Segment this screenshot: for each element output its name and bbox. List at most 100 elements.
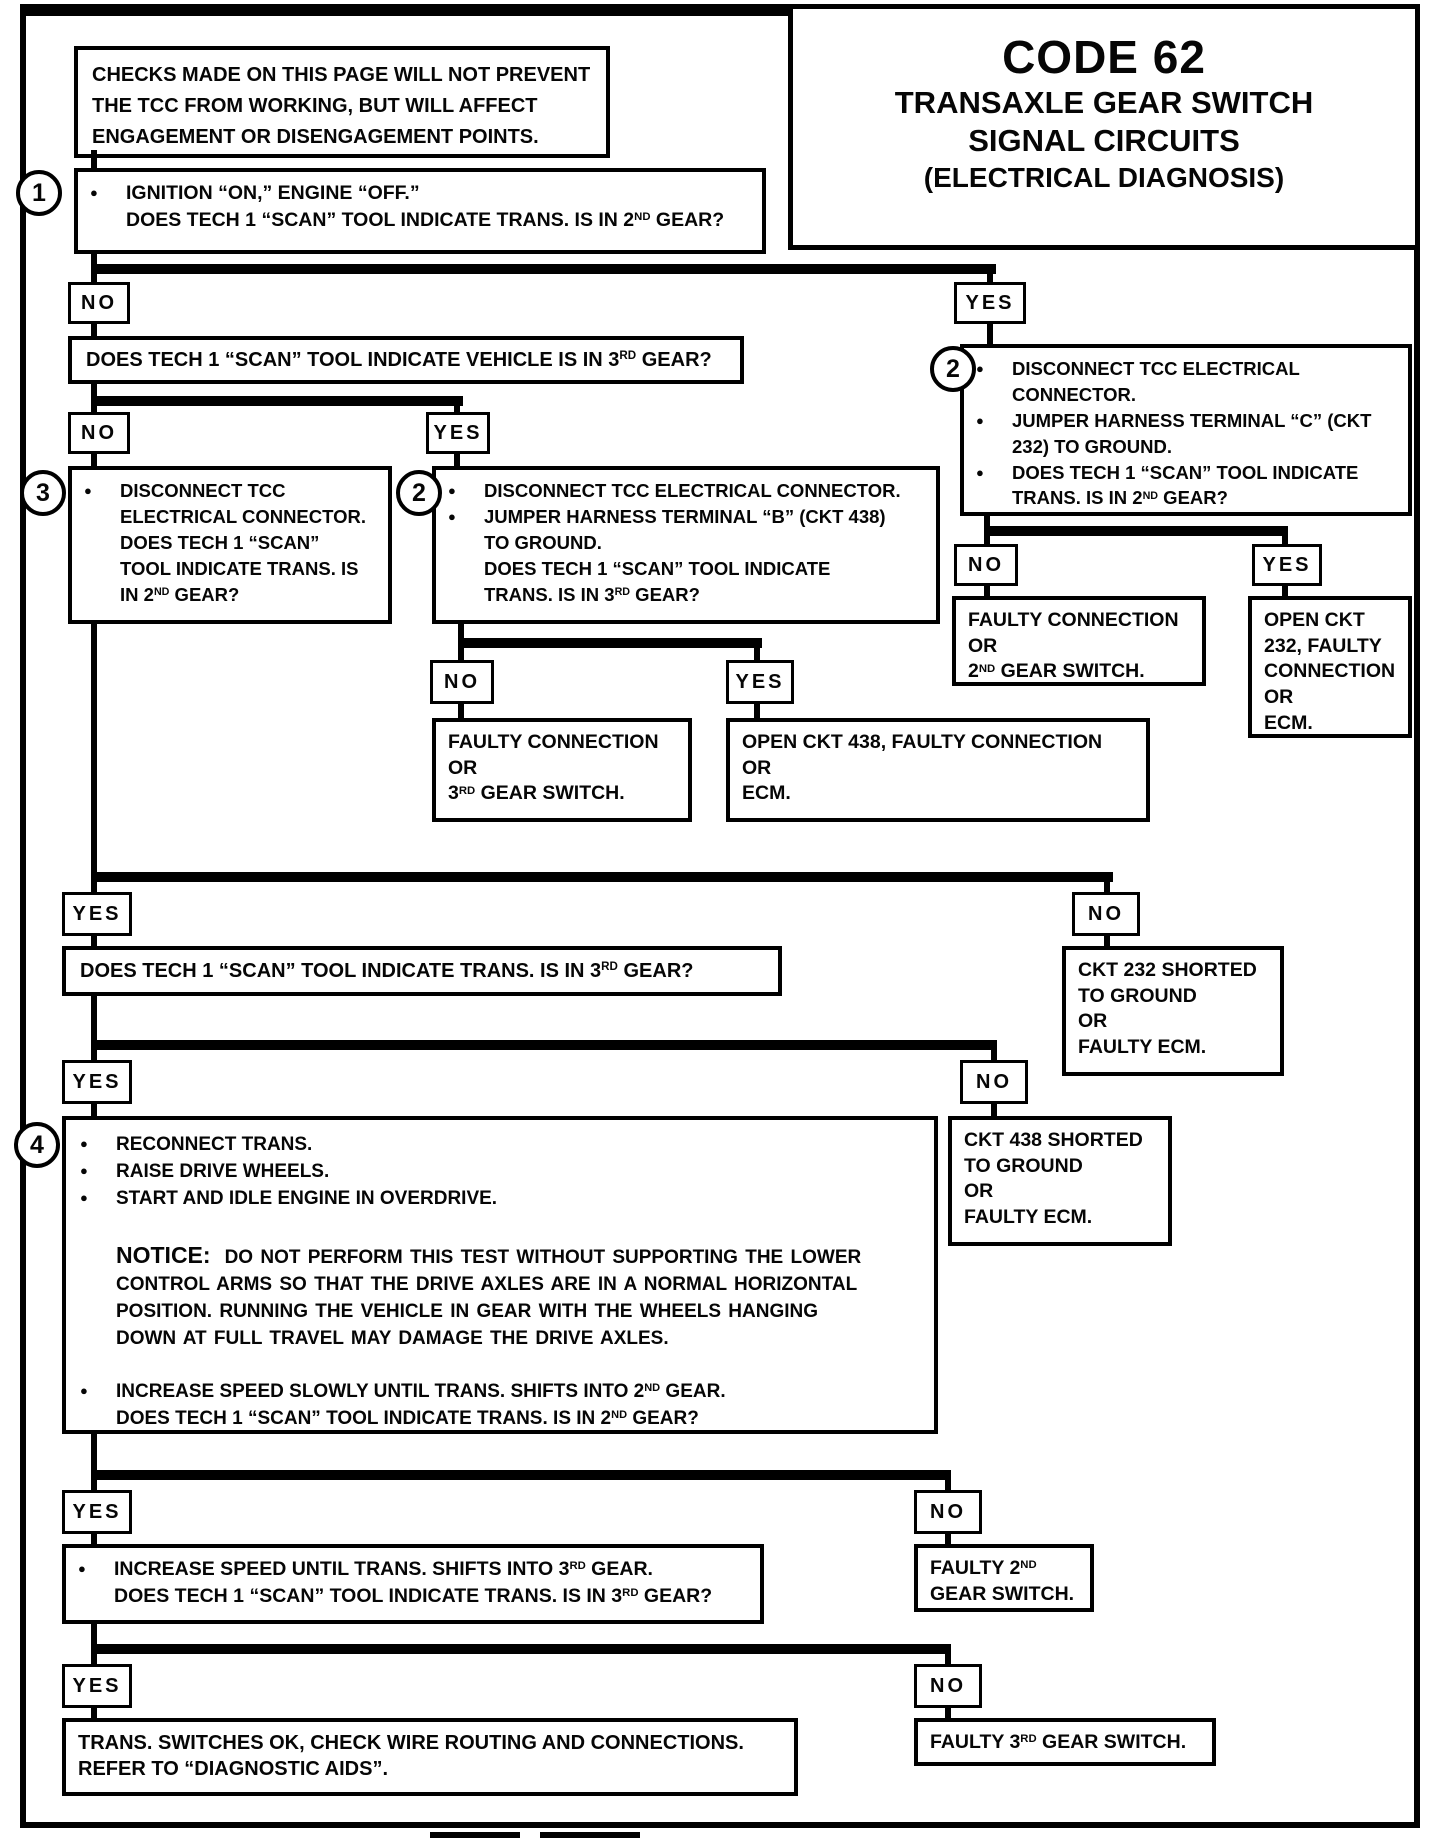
step-2-mid-text: ●DISCONNECT TCC ELECTRICAL CONNECTOR.●JU… (448, 480, 901, 605)
connector (91, 274, 97, 282)
connector (91, 1050, 97, 1060)
connector (984, 516, 990, 526)
step-4-box: ●RECONNECT TRANS.●RAISE DRIVE WHEELS.●ST… (62, 1116, 938, 1434)
connector (984, 586, 990, 596)
connector (91, 882, 97, 892)
connector (91, 1040, 997, 1050)
connector (1104, 882, 1110, 892)
decision-label: NO (930, 1500, 966, 1523)
step-circle-2-mid: 2 (396, 470, 442, 516)
connector (984, 536, 990, 544)
connector (91, 872, 1113, 882)
decision-yes-3: YES (726, 660, 794, 704)
result-text: FAULTY 3RD GEAR SWITCH. (930, 1731, 1187, 1753)
increase-speed-3rd-box: ●INCREASE SPEED UNTIL TRANS. SHIFTS INTO… (62, 1544, 764, 1624)
connector (91, 396, 463, 406)
decision-label: YES (1262, 553, 1312, 576)
notice-line-1: NOTICE:DO NOT PERFORM THIS TEST WITHOUT … (116, 1239, 920, 1272)
decision-no-7: NO (914, 1664, 982, 1708)
decision-yes-1: YES (954, 282, 1026, 324)
step-1-box: ●IGNITION “ON,” ENGINE “OFF.”DOES TECH 1… (74, 168, 766, 254)
connector (91, 384, 97, 396)
connector (91, 996, 97, 1040)
decision-label: NO (81, 421, 117, 444)
step-4-notice: NOTICE:DO NOT PERFORM THIS TEST WITHOUT … (80, 1239, 920, 1353)
decision-label: NO (81, 291, 117, 314)
connector (458, 638, 762, 648)
connector (991, 1104, 997, 1116)
connector (91, 1434, 97, 1470)
notice-line-3: POSITION. RUNNING THE VEHICLE IN GEAR WI… (116, 1300, 819, 1322)
decision-yes-6: YES (62, 1490, 132, 1534)
decision-no-4: NO (1072, 892, 1140, 936)
page-title-line1: TRANSAXLE GEAR SWITCH (894, 84, 1314, 120)
decision-label: NO (968, 553, 1004, 576)
connector (987, 274, 993, 282)
connector (458, 704, 464, 718)
connector (91, 1708, 97, 1718)
decision-no-right: NO (954, 544, 1018, 586)
connector (984, 526, 1288, 536)
scan-artifact (430, 1832, 520, 1838)
page-title-line2: SIGNAL CIRCUITS (968, 122, 1240, 158)
connector (945, 1480, 951, 1490)
step-number-1: 1 (32, 178, 46, 207)
question-trans-3rd-box: DOES TECH 1 “SCAN” TOOL INDICATE TRANS. … (62, 946, 782, 996)
connector (945, 1654, 951, 1664)
connector (945, 1534, 951, 1544)
decision-yes-4: YES (62, 892, 132, 936)
step-number-4: 4 (30, 1130, 44, 1159)
decision-label: NO (444, 670, 480, 693)
step-2-mid-box: ●DISCONNECT TCC ELECTRICAL CONNECTOR.●JU… (432, 466, 940, 624)
connector (454, 454, 460, 466)
connector (91, 406, 97, 412)
connector (991, 1050, 997, 1060)
step-number-2: 2 (946, 354, 960, 383)
connector (91, 624, 97, 872)
decision-no-1: NO (68, 282, 130, 324)
connector (754, 648, 760, 660)
step-number-3: 3 (36, 478, 50, 507)
question-vehicle-3rd-text: DOES TECH 1 “SCAN” TOOL INDICATE VEHICLE… (86, 348, 712, 371)
decision-label: YES (433, 421, 483, 444)
connector (91, 324, 97, 336)
connector (754, 704, 760, 718)
increase-speed-3rd-text: ●INCREASE SPEED UNTIL TRANS. SHIFTS INTO… (78, 1558, 713, 1608)
connector (987, 324, 993, 344)
step-circle-3: 3 (20, 470, 66, 516)
result-trans-switches-ok-box: TRANS. SWITCHES OK, CHECK WIRE ROUTING A… (62, 1718, 798, 1796)
connector (91, 1534, 97, 1544)
decision-no-3: NO (430, 660, 494, 704)
step-number-2: 2 (412, 478, 426, 507)
decision-no-2: NO (68, 412, 130, 454)
decision-label: YES (965, 291, 1015, 314)
connector (458, 648, 464, 660)
result-text: TRANS. SWITCHES OK, CHECK WIRE ROUTING A… (78, 1732, 744, 1781)
step-4-pre-text: ●RECONNECT TRANS.●RAISE DRIVE WHEELS.●ST… (80, 1134, 498, 1209)
connector (91, 1104, 97, 1116)
result-faulty-3rd-switch-box: FAULTY 3RD GEAR SWITCH. (914, 1718, 1216, 1766)
notice-line-2: CONTROL ARMS SO THAT THE DRIVE AXLES ARE… (116, 1273, 858, 1295)
decision-label: YES (72, 1674, 122, 1697)
step-circle-2-right: 2 (930, 346, 976, 392)
decision-label: YES (72, 1500, 122, 1523)
connector (1104, 936, 1110, 946)
notice-text: DO NOT PERFORM THIS TEST WITHOUT SUPPORT… (224, 1246, 862, 1268)
decision-label: YES (72, 902, 122, 925)
note-line-2: THE TCC FROM WORKING, BUT WILL AFFECT (92, 95, 538, 117)
decision-yes-right: YES (1252, 544, 1322, 586)
page-title-code: CODE 62 (1002, 31, 1206, 83)
